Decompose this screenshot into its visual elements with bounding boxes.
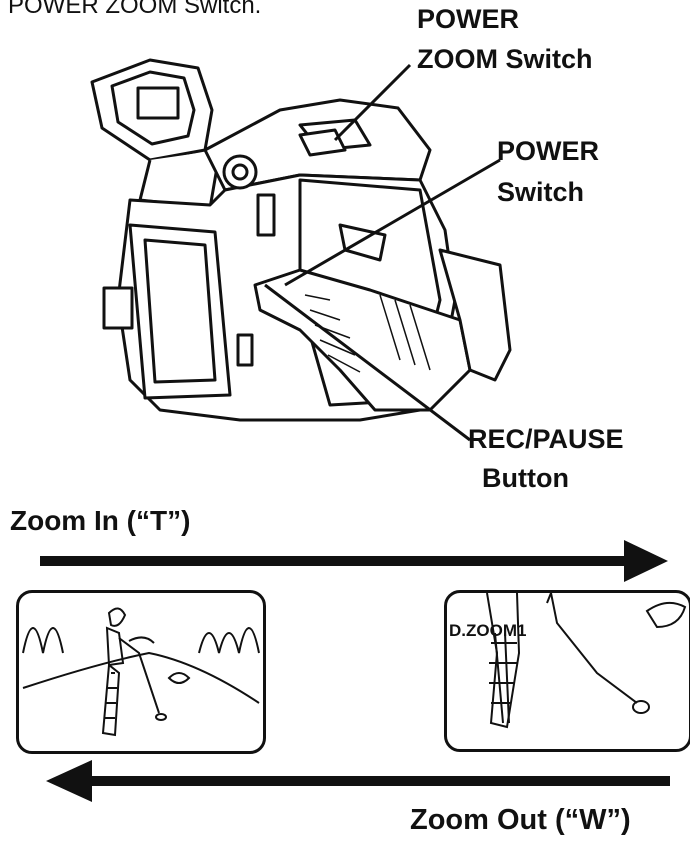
zoom-in-label: Zoom In (“T”): [10, 505, 191, 536]
power-zoom-label-line1: POWER: [417, 4, 520, 34]
rec-pause-label-line1: REC/PAUSE: [468, 424, 624, 454]
digital-zoom-indicator: D.ZOOM1: [449, 621, 527, 640]
power-switch-label-line2: Switch: [497, 177, 585, 207]
intro-text: POWER ZOOM Switch.: [8, 0, 262, 19]
tele-view-screen: D.ZOOM1: [444, 590, 690, 752]
zoom-out-arrow-head: [46, 760, 92, 802]
zoom-in-arrow-shaft: [40, 556, 630, 566]
power-zoom-label-line2: ZOOM Switch: [417, 44, 593, 74]
wide-view-screen: [16, 590, 266, 754]
rec-pause-label-line2: Button: [482, 463, 569, 493]
power-switch-label-line1: POWER: [497, 136, 600, 166]
zoom-out-label: Zoom Out (“W”): [410, 804, 631, 836]
zoom-in-arrow-head: [624, 540, 668, 582]
zoom-out-arrow-shaft: [86, 776, 670, 786]
camcorder-illustration: [90, 58, 512, 442]
